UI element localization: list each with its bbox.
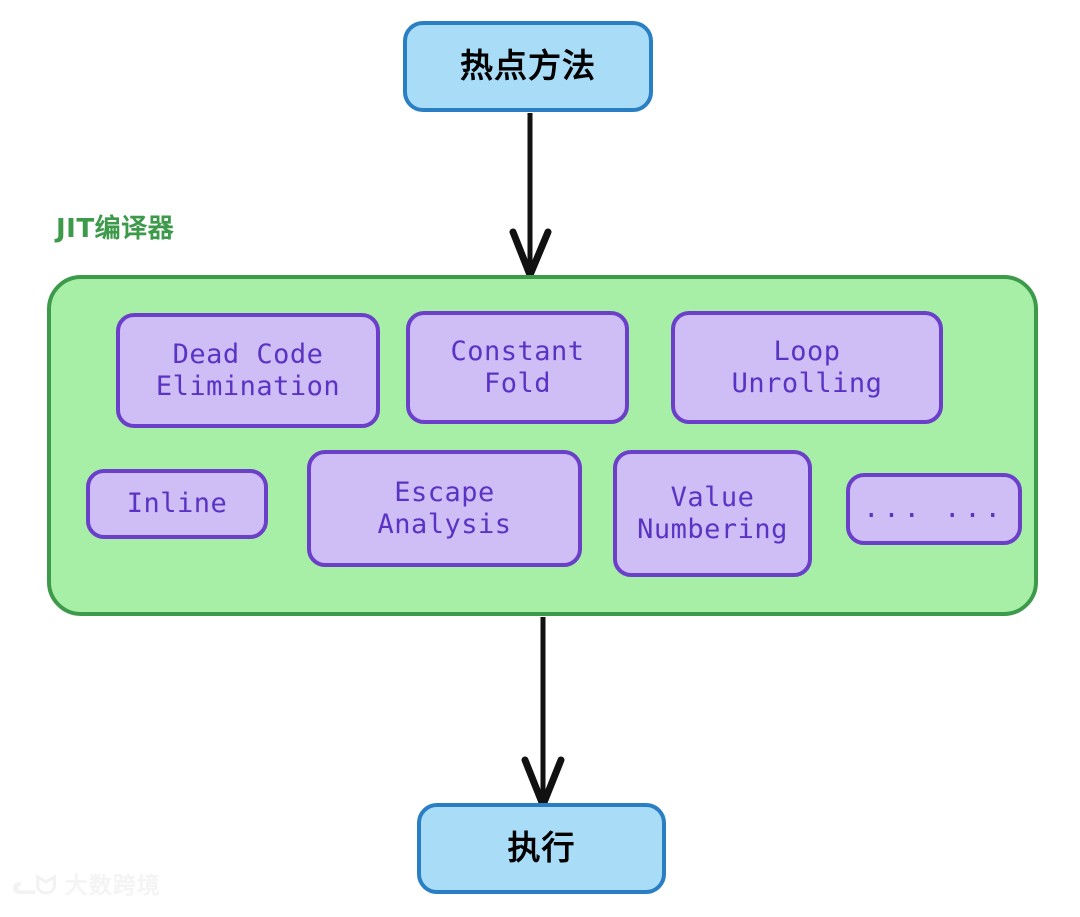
node-constant-fold[interactable]: Constant Fold	[406, 311, 629, 424]
node-loop-unrolling[interactable]: Loop Unrolling	[671, 311, 943, 424]
node-dead-code-elimination-label: Dead Code Elimination	[155, 338, 341, 402]
watermark-label: 大数跨境	[64, 872, 161, 899]
node-hot-method[interactable]: 热点方法	[403, 21, 653, 112]
node-value-numbering[interactable]: Value Numbering	[613, 450, 812, 577]
node-loop-unrolling-label: Loop Unrolling	[731, 335, 883, 399]
node-execute[interactable]: 执行	[417, 803, 666, 894]
node-escape-analysis[interactable]: Escape Analysis	[307, 450, 582, 567]
node-ellipsis[interactable]: ... ...	[846, 473, 1022, 545]
node-escape-analysis-label: Escape Analysis	[377, 476, 512, 540]
node-dead-code-elimination[interactable]: Dead Code Elimination	[116, 313, 380, 428]
node-value-numbering-label: Value Numbering	[637, 481, 788, 545]
node-inline[interactable]: Inline	[86, 469, 268, 539]
node-inline-label: Inline	[126, 488, 228, 520]
watermark-logo-icon: ᓚᗢ	[12, 871, 57, 901]
node-execute-label: 执行	[507, 828, 576, 868]
node-constant-fold-label: Constant Fold	[450, 335, 585, 399]
node-hot-method-label: 热点方法	[460, 46, 596, 86]
watermark: ᓚᗢ 大数跨境	[12, 873, 161, 899]
node-ellipsis-label: ... ...	[863, 493, 1005, 525]
group-label-jit-compiler: JIT编译器	[56, 214, 175, 244]
